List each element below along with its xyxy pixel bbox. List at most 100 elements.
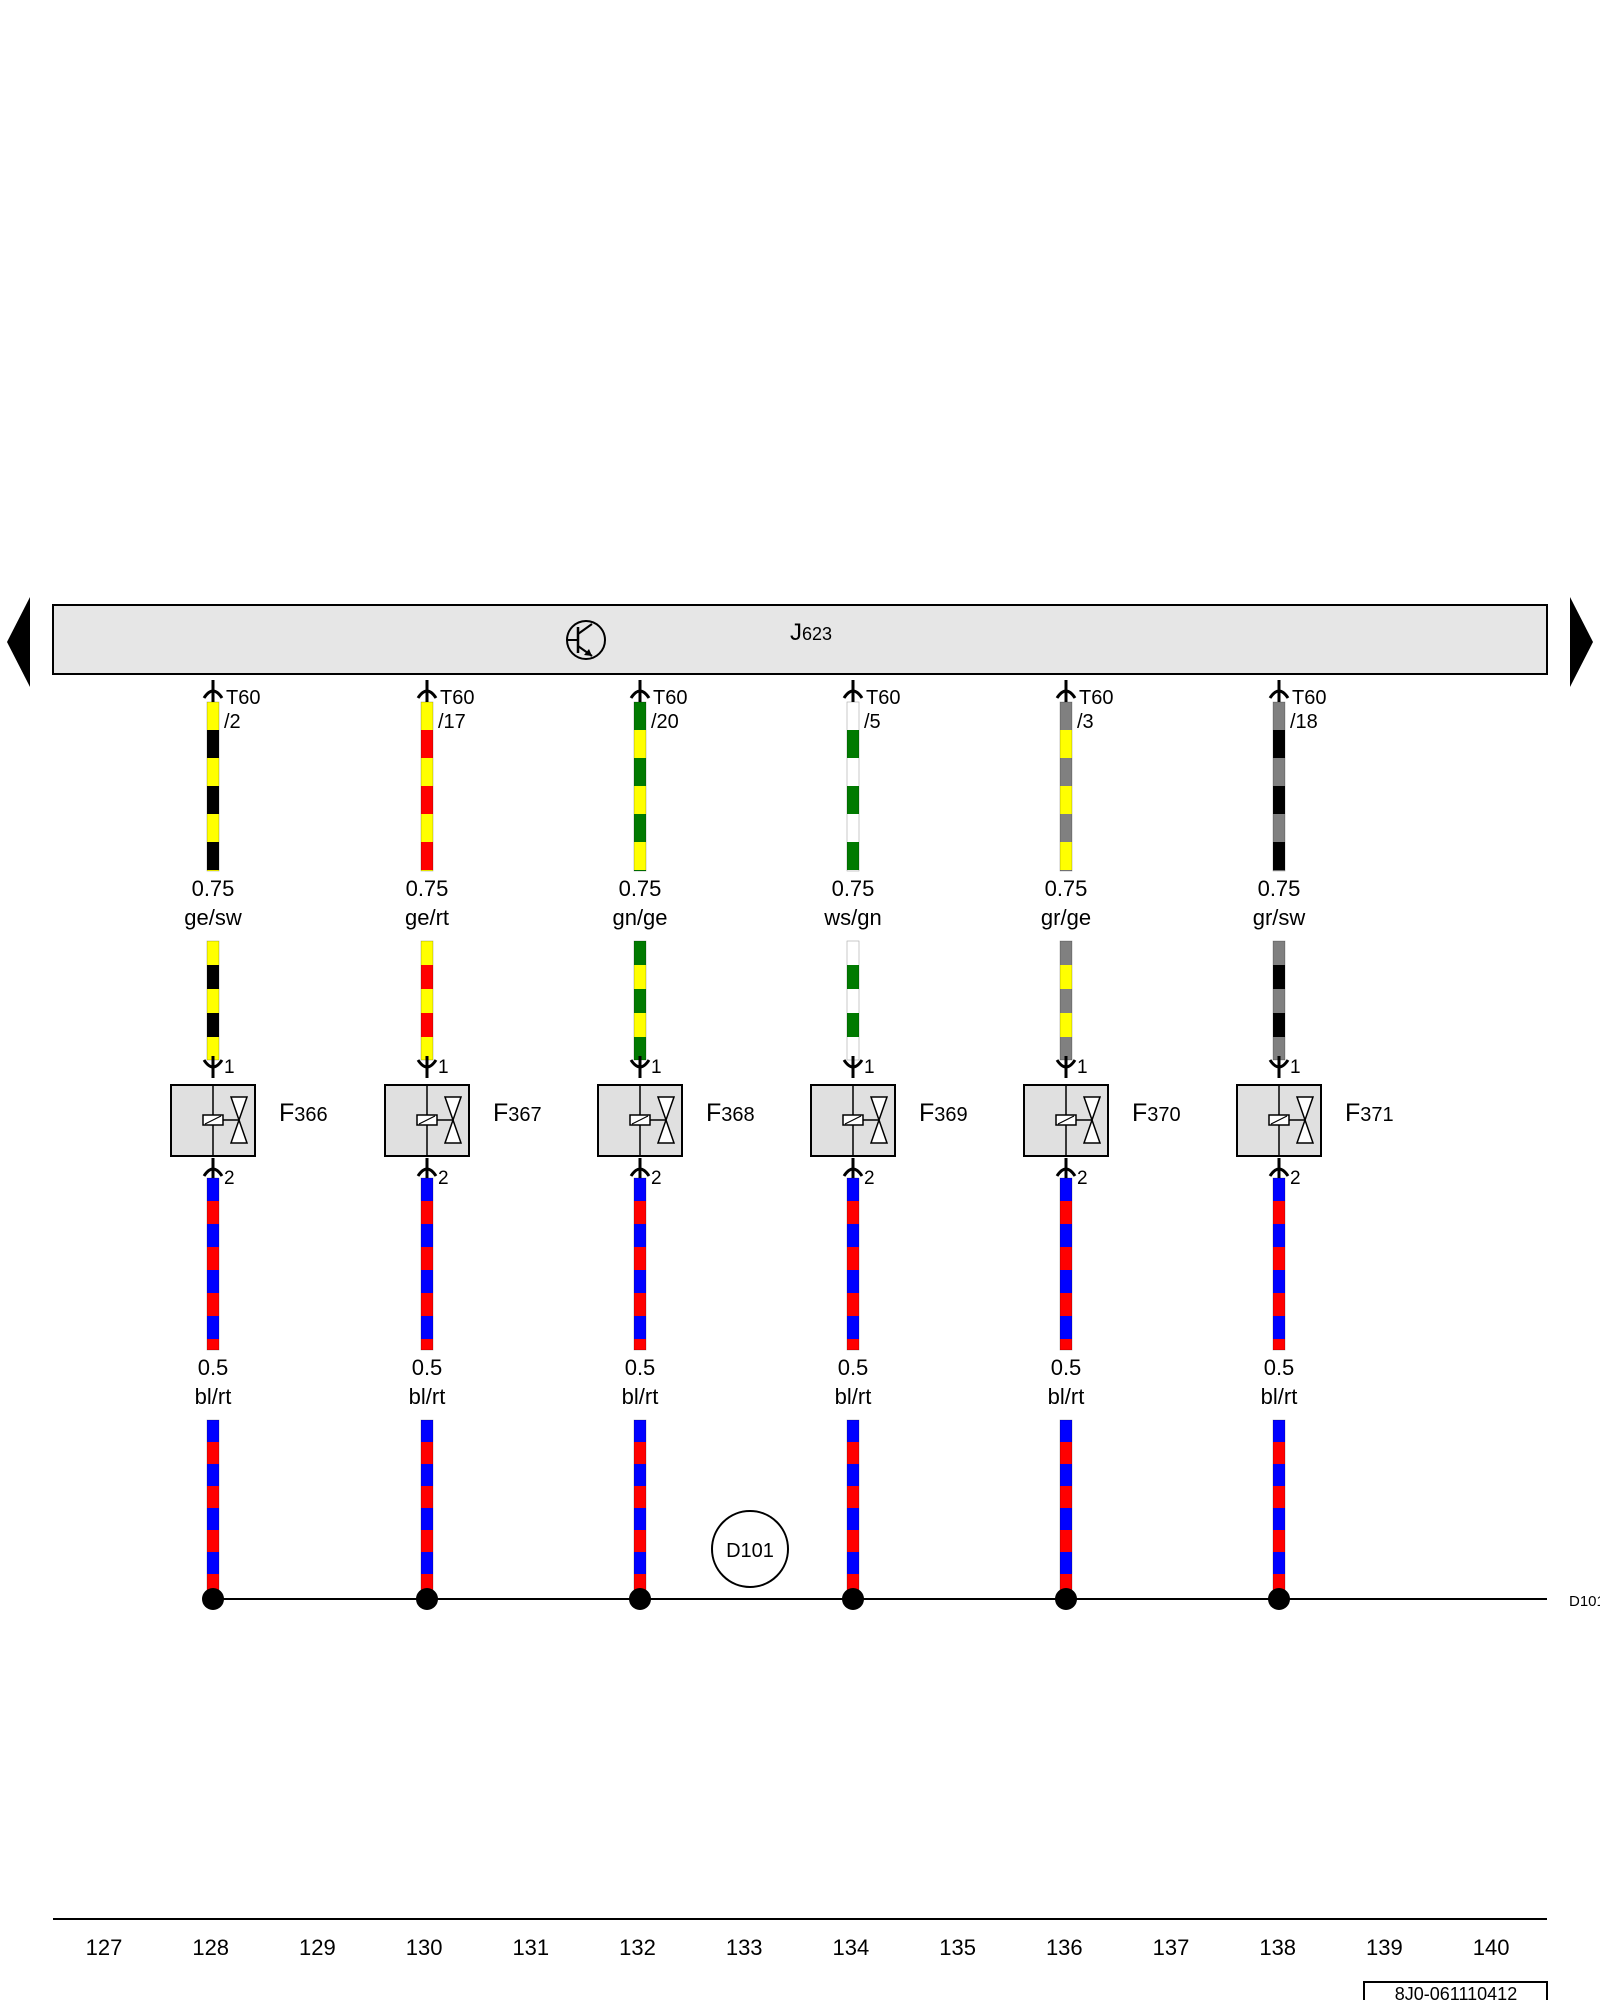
lower-wire-stripe-outline	[1059, 1177, 1073, 1351]
upper-wire-stripe-segment	[1273, 965, 1285, 989]
upper-wire-stripe-segment	[847, 758, 859, 786]
upper-wire-stripe-segment	[847, 965, 859, 989]
ruler-number: 137	[1153, 1935, 1190, 1960]
component-label-main: F	[279, 1099, 294, 1127]
upper-wire-stripe-segment	[421, 1013, 433, 1037]
upper-wire-stripe-segment	[207, 842, 219, 870]
lower-wire-stripe-segment	[847, 1270, 859, 1293]
solenoid-valve-icon	[629, 1085, 676, 1156]
ruler-number: 135	[939, 1935, 976, 1960]
solenoid-valve-component	[810, 1084, 896, 1157]
connector-pin: /5	[864, 711, 881, 733]
page-back-arrow-icon[interactable]	[7, 597, 30, 687]
lower-wire-stripe-segment	[207, 1316, 219, 1339]
lower-wire-stripe-segment	[207, 1270, 219, 1293]
component-label-sub: 366	[294, 1104, 327, 1126]
lower-wire-stripe-segment	[1273, 1247, 1285, 1270]
component-label: F371	[1345, 1099, 1394, 1127]
upper-wire-stripe-segment	[421, 730, 433, 758]
connector-name: T60	[653, 687, 687, 709]
upper-wire-stripe-segment	[1060, 758, 1072, 786]
upper-wire-stripe-segment	[634, 842, 646, 870]
solenoid-valve-icon	[1055, 1085, 1102, 1156]
lower-wire-stripe-segment	[421, 1420, 433, 1442]
upper-wire-stripe-segment	[634, 702, 646, 730]
lower-wire-stripe-segment	[1060, 1442, 1072, 1464]
lower-wire-size: 0.5	[1264, 1355, 1295, 1380]
upper-wire-stripe-segment	[421, 814, 433, 842]
solenoid-valve-component	[597, 1084, 683, 1157]
lower-wire-color-code: bl/rt	[622, 1384, 659, 1409]
component-output-pin: 2	[224, 1168, 235, 1189]
lower-wire-stripe-outline	[1272, 1177, 1286, 1351]
lower-wire-stripe-segment	[207, 1247, 219, 1270]
upper-wire-stripe-segment	[207, 1013, 219, 1037]
lower-wire-color-code: bl/rt	[195, 1384, 232, 1409]
lower-wire-stripe-segment	[847, 1178, 859, 1201]
ruler-number: 129	[299, 1935, 336, 1960]
upper-wire-stripe-segment	[847, 842, 859, 870]
component-label-sub: 367	[508, 1104, 541, 1126]
upper-wire-stripe-segment	[1060, 989, 1072, 1013]
upper-wire-stripe-segment	[421, 941, 433, 965]
lower-wire-stripe-segment	[421, 1270, 433, 1293]
upper-wire-stripe-segment	[1060, 870, 1072, 871]
upper-wire-stripe-outline	[1059, 701, 1073, 872]
lower-wire-size: 0.5	[838, 1355, 869, 1380]
lower-wire-stripe-segment	[634, 1270, 646, 1293]
upper-wire-stripe-segment	[207, 870, 219, 871]
component-label: F367	[493, 1099, 542, 1127]
solenoid-valve-component	[1023, 1084, 1109, 1157]
lower-wire-stripe-segment	[1060, 1201, 1072, 1224]
connector-name: T60	[866, 687, 900, 709]
lower-wire-stripe-segment	[847, 1339, 859, 1350]
lower-wire-stripe-segment	[1273, 1464, 1285, 1486]
control-unit-label-main: J	[790, 619, 802, 646]
upper-wire-stripe-segment	[421, 786, 433, 814]
solenoid-valve-component	[170, 1084, 256, 1157]
lower-wire-stripe-segment	[421, 1247, 433, 1270]
lower-wire-stripe-segment	[1060, 1293, 1072, 1316]
component-label-main: F	[706, 1099, 721, 1127]
upper-wire-color-code: ge/sw	[184, 905, 242, 930]
upper-wire-stripe-segment	[1273, 758, 1285, 786]
upper-wire-stripe-segment	[1273, 730, 1285, 758]
ruler-number: 132	[619, 1935, 656, 1960]
lower-wire-stripe-segment	[1273, 1201, 1285, 1224]
upper-wire-stripe-outline	[420, 701, 434, 872]
lower-wire-stripe-segment	[421, 1442, 433, 1464]
upper-wire-stripe-segment	[634, 870, 646, 871]
component-output-pin: 2	[438, 1168, 449, 1189]
ruler-number: 131	[512, 1935, 549, 1960]
upper-wire-stripe-segment	[634, 1013, 646, 1037]
lower-wire-stripe-segment	[1273, 1270, 1285, 1293]
upper-wire-stripe-segment	[207, 989, 219, 1013]
component-label-sub: 371	[1360, 1104, 1393, 1126]
connector-name: T60	[1079, 687, 1113, 709]
lower-wire-stripe-segment	[1060, 1552, 1072, 1574]
component-input-pin: 1	[864, 1057, 875, 1078]
connector-name: T60	[226, 687, 260, 709]
ground-connection-marker: D101	[711, 1510, 789, 1588]
connector-pin: /2	[224, 711, 241, 733]
upper-wire-stripe-segment	[1060, 842, 1072, 870]
lower-wire-stripe-segment	[421, 1552, 433, 1574]
component-label-sub: 369	[934, 1104, 967, 1126]
lower-wire-stripe-segment	[847, 1442, 859, 1464]
lower-wire-stripe-segment	[634, 1178, 646, 1201]
lower-wire-stripe-segment	[1060, 1178, 1072, 1201]
upper-wire-stripe-segment	[634, 758, 646, 786]
lower-wire-stripe-segment	[1060, 1464, 1072, 1486]
upper-wire-size: 0.75	[192, 876, 235, 901]
upper-wire-color-code: gr/ge	[1041, 905, 1091, 930]
lower-wire-stripe-segment	[1273, 1508, 1285, 1530]
page-forward-arrow-icon[interactable]	[1570, 597, 1593, 687]
component-input-pin: 1	[651, 1057, 662, 1078]
lower-wire-stripe-segment	[207, 1420, 219, 1442]
upper-wire-stripe-segment	[1060, 786, 1072, 814]
upper-wire-stripe-segment	[634, 786, 646, 814]
ruler-number: 136	[1046, 1935, 1083, 1960]
